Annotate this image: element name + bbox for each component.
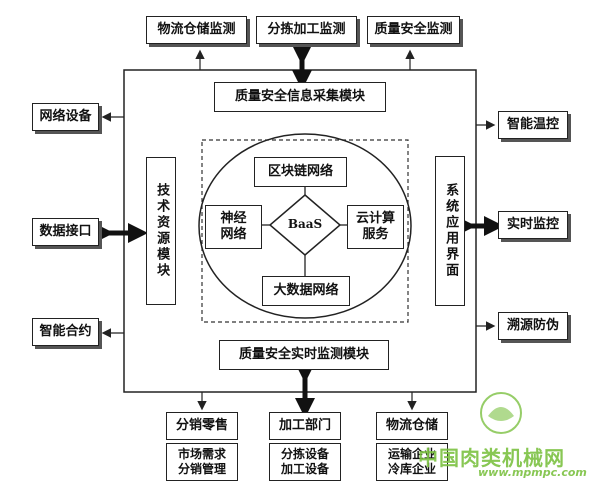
- realtime-monitoring-module: 质量安全实时监测模块: [219, 340, 389, 370]
- baas-label: BaaS: [287, 217, 323, 231]
- label: 大数据网络: [273, 282, 339, 298]
- top-box-logistics-monitor: 物流仓储监测: [146, 16, 247, 44]
- item: 市场需求: [177, 447, 226, 461]
- label: 网络设备: [39, 108, 92, 124]
- label: 质量安全实时监测模块: [238, 346, 369, 362]
- right-box-traceability: 溯源防伪: [498, 312, 568, 340]
- label: 系统应用界面: [443, 183, 459, 279]
- label: 智能合约: [39, 323, 92, 339]
- system-app-interface: 系统应用界面: [435, 156, 465, 306]
- watermark-logo-icon: [480, 392, 522, 434]
- label: 分拣加工监测: [267, 21, 346, 37]
- label-line-1: 云计算: [355, 210, 395, 226]
- label: 数据接口: [39, 223, 92, 239]
- bottom-box-processing: 加工部门: [269, 412, 341, 440]
- label: 溯源防伪: [506, 317, 559, 333]
- item: 运输企业: [387, 447, 436, 461]
- cloud-computing-service: 云计算 服务: [347, 205, 404, 249]
- core-ellipse: [198, 133, 412, 319]
- blockchain-network: 区块链网络: [254, 157, 347, 187]
- label-line-1: 神经: [220, 210, 247, 226]
- label: 物流仓储: [385, 417, 438, 433]
- watermark-url: www.mpmpc.com: [478, 466, 587, 479]
- top-box-processing-monitor: 分拣加工监测: [256, 16, 357, 44]
- label: 区块链网络: [267, 163, 333, 179]
- left-box-network-device: 网络设备: [32, 103, 99, 131]
- label: 质量安全信息采集模块: [234, 88, 365, 104]
- top-box-quality-monitor: 质量安全监测: [367, 16, 460, 44]
- dashed-core-frame: [201, 139, 409, 323]
- label: 加工部门: [278, 417, 331, 433]
- neural-network: 神经 网络: [205, 205, 262, 249]
- label: 智能温控: [506, 116, 559, 132]
- left-box-data-interface: 数据接口: [32, 218, 99, 246]
- bottom-sub-distribution: 市场需求 分销管理: [166, 443, 238, 481]
- info-collection-module: 质量安全信息采集模块: [214, 82, 386, 112]
- right-box-realtime-monitor: 实时监控: [498, 211, 568, 239]
- item: 加工设备: [280, 462, 329, 476]
- label: 实时监控: [506, 216, 559, 232]
- item: 冷库企业: [387, 462, 436, 476]
- label: 分销零售: [175, 417, 228, 433]
- bottom-sub-logistics: 运输企业 冷库企业: [376, 443, 448, 481]
- right-box-temp-control: 智能温控: [498, 111, 568, 139]
- label: 质量安全监测: [374, 21, 453, 37]
- item: 分销管理: [177, 462, 226, 476]
- watermark-text: 中国肉类机械网: [418, 446, 565, 470]
- item: 分拣设备: [280, 447, 329, 461]
- tech-resource-module: 技术资源模块: [146, 157, 176, 305]
- label-line-2: 网络: [220, 227, 247, 242]
- label: 技术资源模块: [154, 183, 170, 279]
- bottom-sub-processing: 分拣设备 加工设备: [269, 443, 341, 481]
- big-data-network: 大数据网络: [262, 276, 350, 306]
- left-box-smart-contract: 智能合约: [32, 318, 99, 346]
- bottom-box-distribution: 分销零售: [166, 412, 238, 440]
- label-line-2: 服务: [362, 227, 389, 242]
- bottom-box-logistics: 物流仓储: [376, 412, 448, 440]
- label: 物流仓储监测: [157, 21, 236, 37]
